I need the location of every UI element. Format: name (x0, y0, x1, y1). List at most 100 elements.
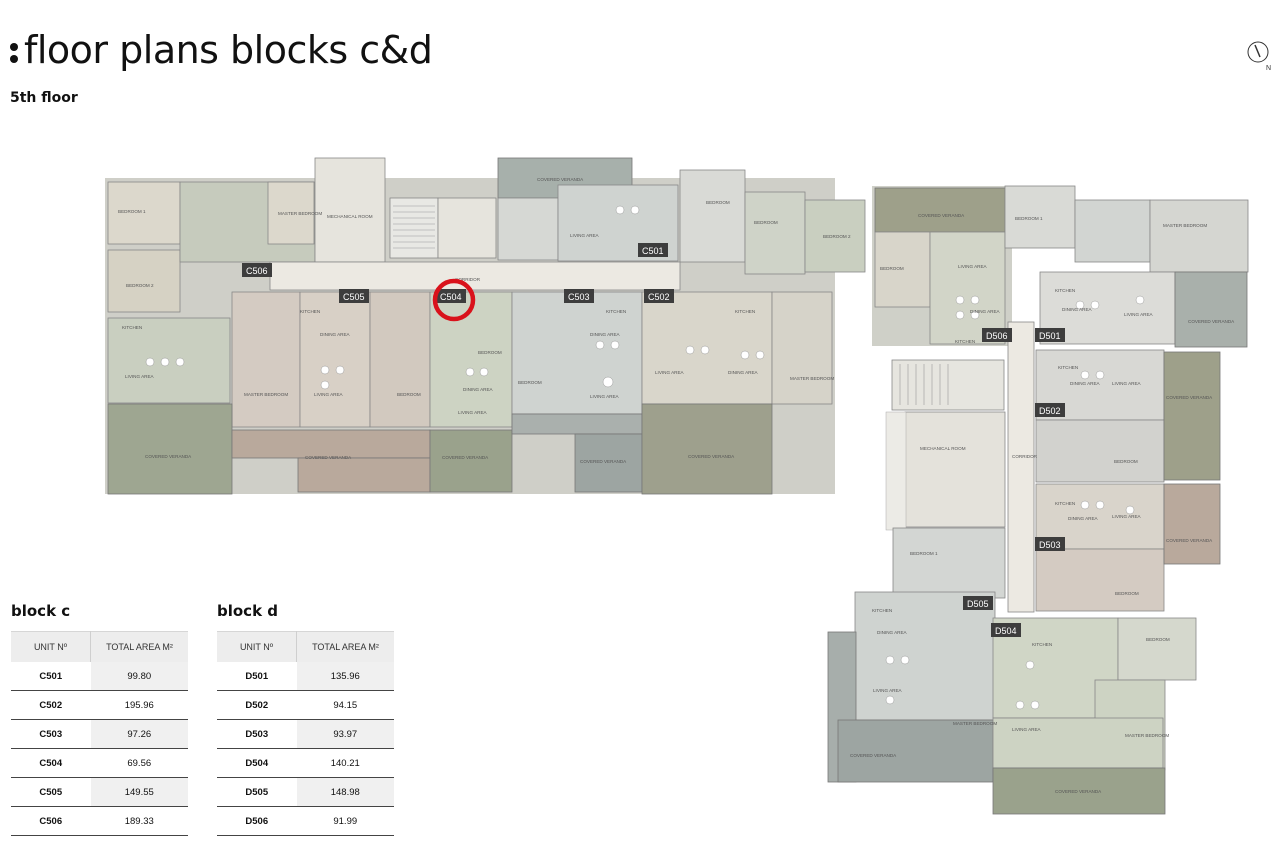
unit-cell: C505 (11, 777, 91, 807)
room-label: DINING AREA (590, 332, 621, 337)
room-label: DINING AREA (728, 370, 759, 375)
room-label: COVERED VERANDA (1188, 319, 1235, 324)
room-label: MASTER BEDROOM (244, 392, 288, 397)
room-label: COVERED VERANDA (1166, 538, 1213, 543)
unit-tag-c505[interactable]: C505 (339, 289, 369, 303)
block-d-heading: block d (217, 602, 279, 620)
room-label: BEDROOM (1114, 459, 1138, 464)
area-cell: 69.56 (90, 748, 188, 778)
table-header-row: UNIT Nº TOTAL AREA M² (11, 631, 188, 662)
room-label: KITCHEN (872, 608, 892, 613)
room-label: KITCHEN (606, 309, 626, 314)
unit-cell: C506 (11, 806, 91, 836)
area-cell: 97.26 (90, 719, 188, 749)
highlight-circle (432, 278, 476, 322)
room-label: COVERED VERANDA (1166, 395, 1213, 400)
area-cell: 195.96 (90, 690, 188, 720)
unit-cell: C501 (11, 662, 91, 691)
svg-text:D503: D503 (1039, 540, 1061, 550)
room-label: COVERED VERANDA (918, 213, 965, 218)
unit-tag-d502[interactable]: D502 (1035, 403, 1065, 417)
room-label: LIVING AREA (1012, 727, 1042, 732)
room-label: BEDROOM (880, 266, 904, 271)
block-c-plan: BEDROOM 1 BEDROOM 2 MECHANICAL ROOM MAST… (105, 157, 866, 495)
room-label: LIVING AREA (125, 374, 155, 379)
unit-tag-c506[interactable]: C506 (242, 263, 272, 277)
area-column-header: TOTAL AREA M² (296, 631, 394, 662)
room-label: MECHANICAL ROOM (327, 214, 373, 219)
area-cell: 94.15 (296, 690, 394, 720)
unit-column-header: UNIT Nº (217, 631, 297, 662)
page-title-text: floor plans blocks c&d (24, 28, 433, 72)
unit-tag-d506[interactable]: D506 (982, 328, 1012, 342)
area-cell: 140.21 (296, 748, 394, 778)
unit-tag-c504[interactable]: C504 (436, 289, 466, 303)
room-label: KITCHEN (735, 309, 755, 314)
svg-text:D506: D506 (986, 331, 1008, 341)
svg-text:D505: D505 (967, 599, 989, 609)
area-cell: 99.80 (90, 662, 188, 691)
unit-tags: C506 C505 C504 C503 C502 C501 D506 D501 … (242, 243, 1065, 637)
room-label: LIVING AREA (590, 394, 620, 399)
room-label: LIVING AREA (314, 392, 344, 397)
unit-tag-d501[interactable]: D501 (1035, 328, 1065, 342)
room-label: BEDROOM (706, 200, 730, 205)
floor-subtitle: 5th floor (10, 90, 78, 106)
room-label: MASTER BEDROOM (790, 376, 834, 381)
svg-text:D501: D501 (1039, 331, 1061, 341)
compass-letter: N (1266, 65, 1271, 72)
unit-tag-c503[interactable]: C503 (564, 289, 594, 303)
table-header-row: UNIT Nº TOTAL AREA M² (217, 631, 394, 662)
room-label: LIVING AREA (1112, 514, 1142, 519)
room-label: LIVING AREA (570, 233, 600, 238)
room-label: BEDROOM (518, 380, 542, 385)
svg-text:C501: C501 (642, 246, 664, 256)
room-label: MASTER BEDROOM (1125, 733, 1169, 738)
unit-tag-d505[interactable]: D505 (963, 596, 993, 610)
room-label: DINING AREA (1068, 516, 1099, 521)
room-label: MASTER BEDROOM (1163, 223, 1207, 228)
room-label: COVERED VERANDA (688, 454, 735, 459)
room-label: BEDROOM 1 (1015, 216, 1043, 221)
room-label: LIVING AREA (655, 370, 685, 375)
unit-tag-c502[interactable]: C502 (644, 289, 674, 303)
unit-tag-c501[interactable]: C501 (638, 243, 668, 257)
room-label: COVERED VERANDA (1055, 789, 1102, 794)
room-label: DINING AREA (877, 630, 908, 635)
unit-tag-d504[interactable]: D504 (991, 623, 1021, 637)
room-label: KITCHEN (1058, 365, 1078, 370)
area-cell: 91.99 (296, 806, 394, 836)
room-label: COVERED VERANDA (580, 459, 627, 464)
room-label: KITCHEN (1032, 642, 1052, 647)
room-label: BEDROOM 1 (910, 551, 938, 556)
svg-text:C503: C503 (568, 292, 590, 302)
svg-text:C505: C505 (343, 292, 365, 302)
svg-text:C502: C502 (648, 292, 670, 302)
area-cell: 148.98 (296, 777, 394, 807)
area-cell: 189.33 (90, 806, 188, 836)
unit-cell: D503 (217, 719, 297, 749)
block-c-heading: block c (11, 602, 71, 620)
unit-cell: D506 (217, 806, 297, 836)
unit-cell: D505 (217, 777, 297, 807)
room-label: BEDROOM (397, 392, 421, 397)
room-label: COVERED VERANDA (442, 455, 489, 460)
unit-cell: C504 (11, 748, 91, 778)
area-cell: 135.96 (296, 662, 394, 691)
room-label: LIVING AREA (873, 688, 903, 693)
unit-column-header: UNIT Nº (11, 631, 91, 662)
room-label: MASTER BEDROOM (278, 211, 322, 216)
room-label: MECHANICAL ROOM (920, 446, 966, 451)
unit-tag-d503[interactable]: D503 (1035, 537, 1065, 551)
page-title: floor plans blocks c&d (10, 28, 433, 72)
room-label: BEDROOM 2 (823, 234, 851, 239)
room-label: KITCHEN (1055, 501, 1075, 506)
